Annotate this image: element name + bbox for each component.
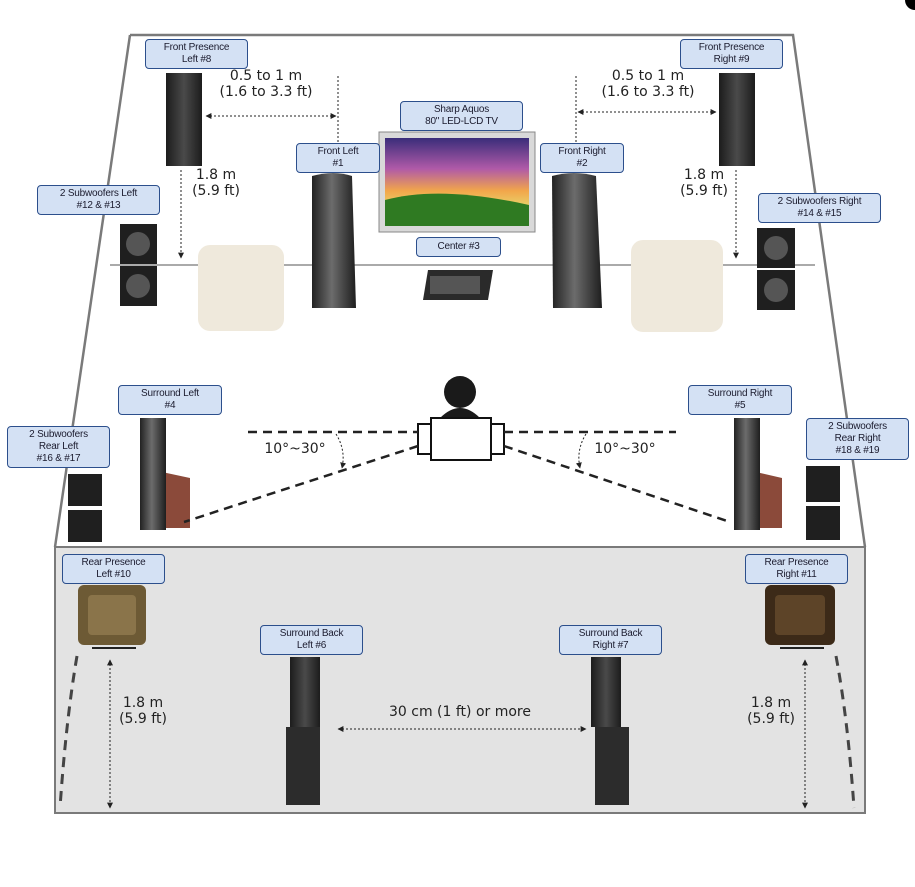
pad-right <box>631 240 723 332</box>
measure-angle-left: 10°~30° <box>264 441 326 457</box>
subwoofers-right-speakers <box>757 228 795 310</box>
label-subwoofers-right: 2 Subwoofers Right #14 & #15 <box>758 193 881 223</box>
subwoofers-rear-left-speakers <box>68 474 102 542</box>
label-surround-right: Surround Right #5 <box>688 385 792 415</box>
label-rear-presence-right: Rear Presence Right #11 <box>745 554 848 584</box>
surround-back-left-speaker <box>286 657 320 805</box>
measure-rear-left-height: 1.8 m (5.9 ft) <box>119 695 167 727</box>
label-front-left: Front Left #1 <box>296 143 380 173</box>
rear-floor <box>54 546 866 814</box>
rear-dashed-lines <box>58 655 856 809</box>
label-surround-back-left: Surround Back Left #6 <box>260 625 363 655</box>
label-front-presence-left: Front Presence Left #8 <box>145 39 248 69</box>
rear-presence-left-speaker <box>78 585 146 649</box>
measure-front-right-spacing: 0.5 to 1 m (1.6 to 3.3 ft) <box>601 68 695 100</box>
subwoofers-left-speakers <box>120 224 157 306</box>
surround-left-speaker <box>140 418 190 530</box>
surround-right-speaker <box>734 418 782 530</box>
dimension-arrows <box>107 76 808 809</box>
label-surround-back-right: Surround Back Right #7 <box>559 625 662 655</box>
front-presence-right-speaker <box>719 73 755 166</box>
label-sharp-tv: Sharp Aquos 80" LED-LCD TV <box>400 101 523 131</box>
corner-shape <box>905 0 915 10</box>
measure-angle-right: 10°~30° <box>594 441 656 457</box>
angle-lines <box>183 430 731 524</box>
center-speaker <box>423 270 493 300</box>
subwoofers-rear-right-speakers <box>806 466 840 540</box>
label-front-presence-right: Front Presence Right #9 <box>680 39 783 69</box>
front-right-speaker <box>552 173 602 308</box>
label-surround-left: Surround Left #4 <box>118 385 222 415</box>
label-center: Center #3 <box>416 237 501 257</box>
label-subwoofers-rear-right: 2 Subwoofers Rear Right #18 & #19 <box>806 418 909 460</box>
label-front-right: Front Right #2 <box>540 143 624 173</box>
pad-left <box>198 245 284 331</box>
measure-front-left-spacing: 0.5 to 1 m (1.6 to 3.3 ft) <box>219 68 313 100</box>
label-subwoofers-rear-left: 2 Subwoofers Rear Left #16 & #17 <box>7 426 110 468</box>
front-presence-left-speaker <box>166 73 202 166</box>
listener <box>417 376 505 461</box>
front-left-speaker <box>312 173 356 308</box>
label-rear-presence-left: Rear Presence Left #10 <box>62 554 165 584</box>
surround-back-right-speaker <box>591 657 629 805</box>
tv <box>378 131 536 233</box>
measure-front-right-height: 1.8 m (5.9 ft) <box>680 167 728 199</box>
measure-surround-back-spacing: 30 cm (1 ft) or more <box>389 704 531 720</box>
label-subwoofers-left: 2 Subwoofers Left #12 & #13 <box>37 185 160 215</box>
measure-rear-right-height: 1.8 m (5.9 ft) <box>747 695 795 727</box>
angle-arcs <box>335 433 587 469</box>
measure-front-left-height: 1.8 m (5.9 ft) <box>192 167 240 199</box>
rear-presence-right-speaker <box>765 585 835 649</box>
